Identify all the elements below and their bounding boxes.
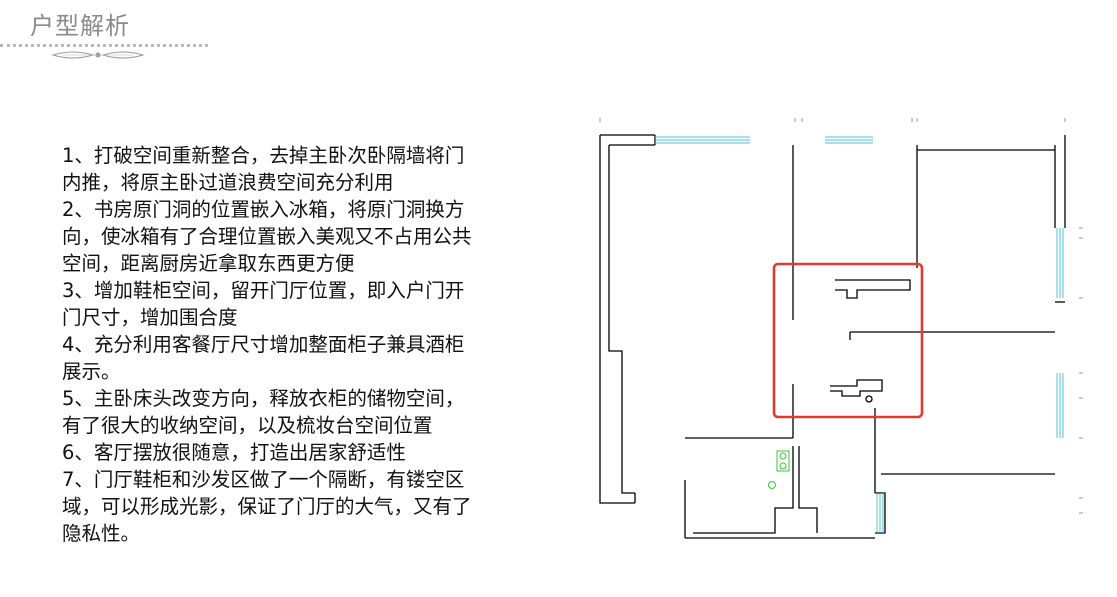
decorative-flourish-icon bbox=[51, 51, 145, 59]
floor-plan-drawing bbox=[599, 118, 1083, 539]
analysis-item-7: 7、门厅鞋柜和沙发区做了一个隔断，有镂空区 域，可以形成光影，保证了门厅的大气，… bbox=[62, 468, 472, 545]
analysis-text-block: 1、打破空间重新整合，去掉主卧次卧隔墙将门 内推，将原主卧过道浪费空间充分利用 … bbox=[62, 142, 562, 547]
highlight-frame bbox=[772, 262, 924, 419]
analysis-item-2: 2、书房原门洞的位置嵌入冰箱，将原门洞换方 向，使冰箱有了合理位置嵌入美观又不占… bbox=[62, 198, 472, 275]
analysis-item-3: 3、增加鞋柜空间，留开门厅位置，即入户门开 门尺寸，增加围合度 bbox=[62, 279, 465, 329]
floor-plan-walls bbox=[599, 134, 1066, 539]
floor-plan-dimension-ticks bbox=[599, 118, 1083, 514]
analysis-item-4: 4、充分利用客餐厅尺寸增加整面柜子兼具酒柜 展示。 bbox=[62, 333, 465, 383]
analysis-item-5: 5、主卧床头改变方向，释放衣柜的储物空间， 有了很大的收纳空间，以及梳妆台空间位… bbox=[62, 387, 465, 437]
page-title: 户型解析 bbox=[30, 12, 130, 40]
floor-plan-fixtures bbox=[768, 450, 790, 489]
analysis-item-6: 6、客厅摆放很随意，打造出居家舒适性 bbox=[62, 441, 406, 464]
floor-plan-windows bbox=[655, 136, 1064, 533]
analysis-item-1: 1、打破空间重新整合，去掉主卧次卧隔墙将门 内推，将原主卧过道浪费空间充分利用 bbox=[62, 144, 465, 194]
title-dotted-divider bbox=[0, 44, 208, 47]
